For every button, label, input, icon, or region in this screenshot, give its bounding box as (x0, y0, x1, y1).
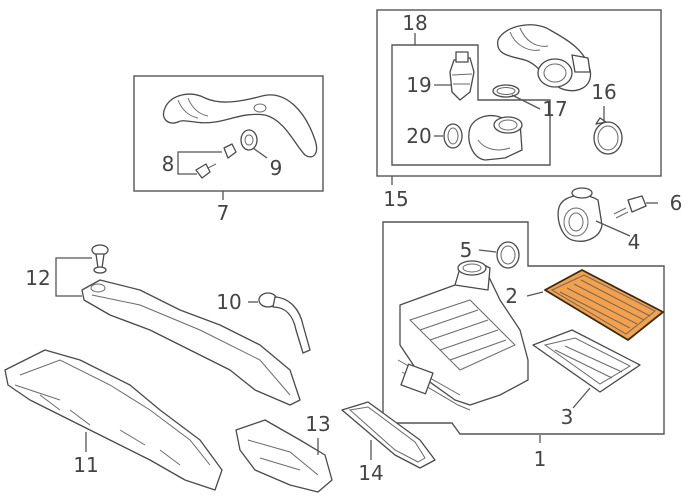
callout-11: 11 (73, 453, 98, 477)
air-filter-2[interactable] (544, 269, 664, 341)
sensor-valve-19[interactable] (449, 51, 475, 101)
screw-8a[interactable] (223, 143, 237, 159)
callout-13: 13 (305, 412, 330, 436)
callout-7: 7 (217, 201, 230, 225)
callout-15: 15 (383, 187, 408, 211)
resonator-hose[interactable] (162, 93, 318, 158)
lower-housing-3[interactable] (532, 329, 641, 393)
callout-18: 18 (402, 11, 427, 35)
callout-10: 10 (216, 290, 241, 314)
air-intake-hose[interactable] (497, 24, 592, 92)
mass-airflow-sensor[interactable] (557, 187, 603, 242)
callout-14: 14 (358, 461, 383, 485)
breather-hose-10[interactable] (258, 292, 311, 354)
leader-lines (55, 33, 658, 460)
group-box-7 (133, 75, 324, 192)
grommet-9[interactable] (240, 129, 258, 151)
callout-9: 9 (270, 156, 283, 180)
callout-1: 1 (534, 447, 547, 471)
bracket-13[interactable] (235, 419, 333, 493)
screw-8b[interactable] (195, 163, 217, 179)
callout-19: 19 (406, 73, 431, 97)
o-ring-20[interactable] (443, 123, 463, 149)
seal-5[interactable] (496, 241, 520, 269)
callout-16: 16 (591, 80, 616, 104)
intake-elbow[interactable] (468, 114, 523, 161)
callout-labels: 1 2 3 4 5 6 7 8 9 10 11 12 13 14 15 16 1… (25, 11, 682, 485)
group-box-15 (376, 9, 662, 177)
duct-panel-12[interactable] (81, 279, 301, 406)
callout-17: 17 (542, 97, 567, 121)
hose-clamp-17[interactable] (492, 84, 520, 98)
group-box-1 (382, 221, 665, 435)
callout-8: 8 (162, 152, 175, 176)
callout-20: 20 (406, 124, 431, 148)
callout-5: 5 (460, 238, 473, 262)
callout-4: 4 (628, 230, 641, 254)
seal-strip-14[interactable] (341, 401, 436, 469)
air-cleaner-housing[interactable] (397, 260, 529, 411)
bolt-6[interactable] (613, 195, 647, 219)
push-pin-12[interactable] (91, 244, 109, 274)
group-box-18 (391, 44, 551, 166)
callout-3: 3 (561, 405, 574, 429)
callout-2: 2 (505, 284, 518, 308)
callout-6: 6 (670, 191, 683, 215)
air-duct-11[interactable] (4, 349, 223, 491)
hose-clamp-16[interactable] (593, 117, 623, 155)
air-filter-highlight (544, 269, 664, 341)
callout-12: 12 (25, 266, 50, 290)
